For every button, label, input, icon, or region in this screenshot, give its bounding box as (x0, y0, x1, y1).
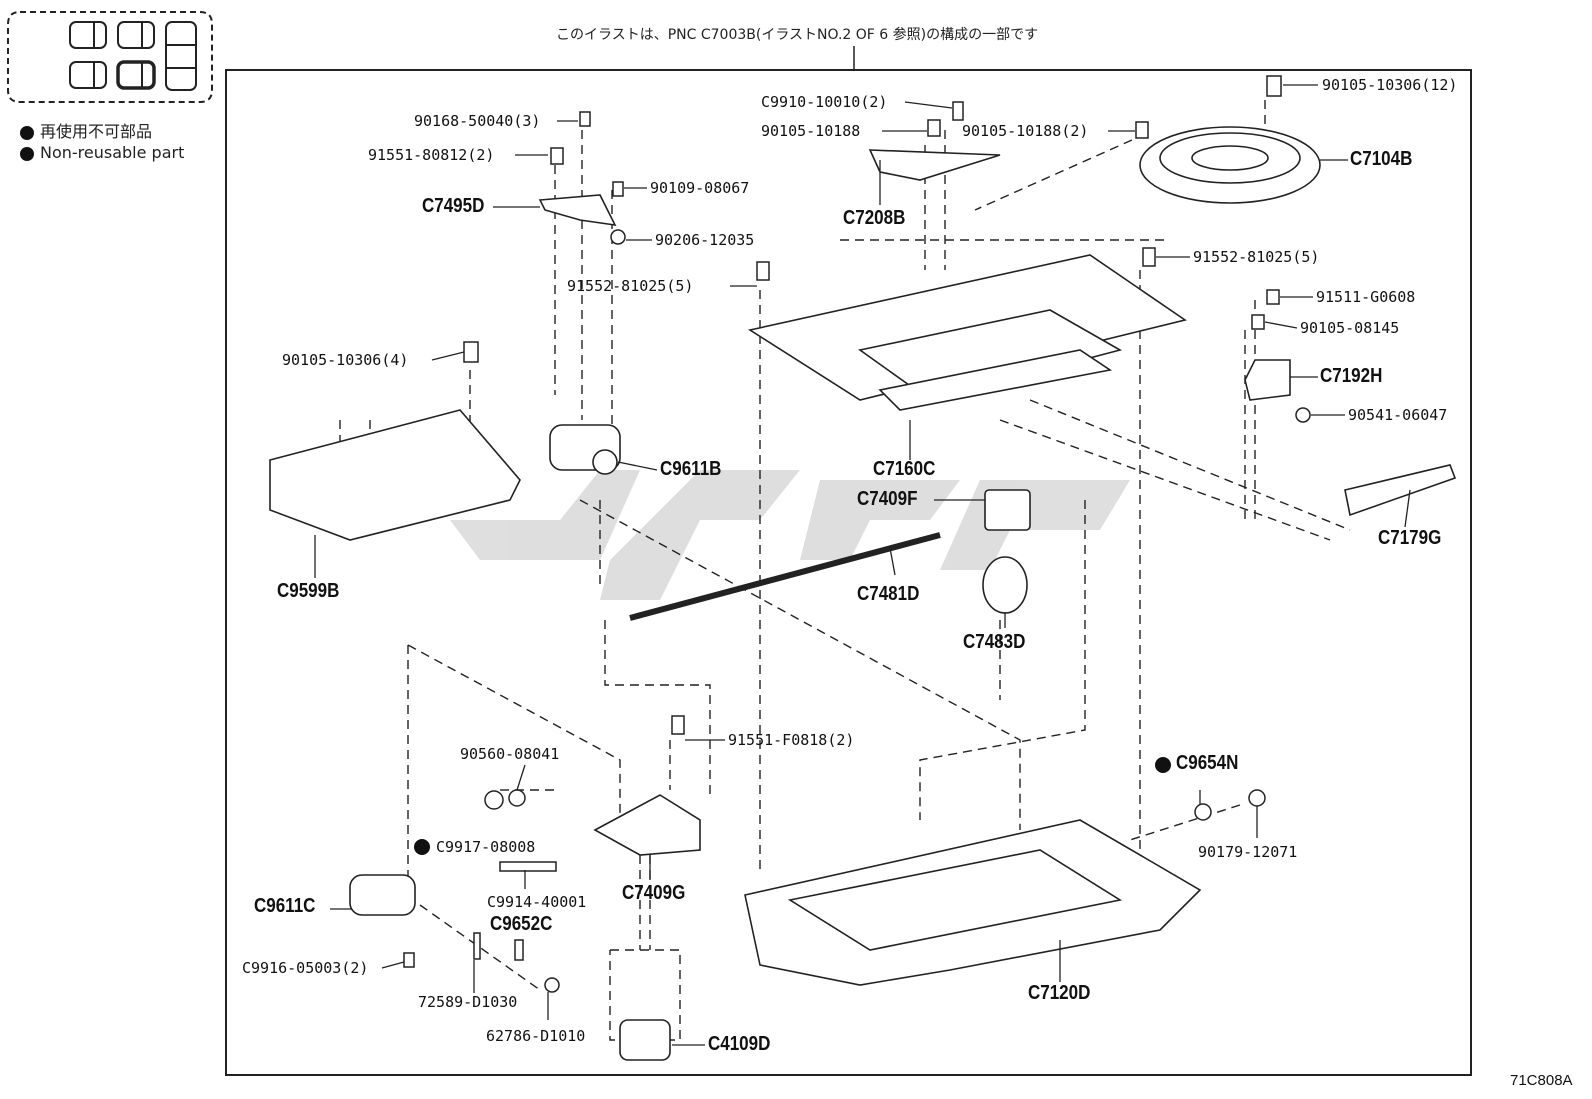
part-label-90109-08067: 90109-08067 (650, 179, 750, 197)
legend-english: Non-reusable part (20, 143, 184, 162)
part-label-91551-F0818: 91551-F0818(2) (728, 731, 855, 749)
part-label-91511-G0608: 91511-G0608 (1316, 288, 1416, 306)
connector-icon (619, 1019, 671, 1061)
bracket-icon (984, 489, 1031, 531)
illustration-frame (225, 69, 1472, 1076)
part-label-C9599B: C9599B (277, 580, 340, 602)
part-label-C9910-10010: C9910-10010(2) (761, 93, 888, 111)
part-label-62786-D1010: 62786-D1010 (486, 1027, 586, 1045)
screw-shaft-icon (629, 532, 941, 621)
part-label-90541-06047: 90541-06047 (1348, 406, 1448, 424)
part-label-90560-08041: 90560-08041 (460, 745, 560, 763)
illustration-caption: このイラストは、PNC C7003B(イラストNO.2 OF 6 参照)の構成の… (556, 27, 1039, 43)
part-label-C7160C: C7160C (873, 458, 936, 480)
part-label-90105-10188: 90105-10188 (761, 122, 861, 140)
part-label-C7192H: C7192H (1320, 365, 1383, 387)
nut-icon (1194, 803, 1212, 821)
motor-icon (349, 874, 416, 916)
bolt-icon (403, 952, 415, 968)
non-reusable-dot-icon (20, 146, 34, 161)
part-label-90179-12071: 90179-12071 (1198, 843, 1298, 861)
bracket-icon (1244, 359, 1291, 401)
part-label-C7179G: C7179G (1378, 527, 1442, 549)
seat-layout-icon (7, 11, 213, 103)
nut-icon (1248, 789, 1266, 807)
bolt-icon (952, 101, 964, 121)
cover-icon (269, 409, 521, 541)
part-label-91551-80812: 91551-80812(2) (368, 146, 495, 164)
nut-icon (484, 790, 504, 810)
part-label-C7409G: C7409G (622, 882, 686, 904)
part-label-90105-10306-4: 90105-10306(4) (282, 351, 409, 369)
bracket-icon (593, 794, 701, 856)
part-label-C9914-40001: C9914-40001 (487, 893, 587, 911)
bolt-icon (463, 341, 479, 363)
non-reusable-dot-icon (20, 125, 34, 140)
part-label-C7483D: C7483D (963, 631, 1026, 653)
bolt-icon (550, 147, 564, 165)
bolt-icon (927, 119, 941, 137)
part-label-91552-81025: 91552-81025(5) (567, 277, 694, 295)
part-label-C4109D: C4109D (708, 1033, 771, 1055)
part-label-C9917-08008: C9917-08008 (436, 838, 536, 856)
part-label-C9611B: C9611B (660, 458, 722, 480)
legend-japanese: 再使用不可部品 (20, 118, 152, 142)
pin-icon (473, 932, 481, 960)
part-label-C9652C: C9652C (490, 913, 553, 935)
bolt-icon (1135, 121, 1149, 139)
link-icon (1344, 464, 1457, 517)
part-label-C9916-05003: C9916-05003(2) (242, 959, 369, 977)
part-label-91552-81025-right: 91552-81025(5) (1193, 248, 1320, 266)
part-label-C7409F: C7409F (857, 488, 918, 510)
bolt-icon (671, 715, 685, 735)
non-reusable-marker-icon (414, 839, 430, 855)
bolt-icon (1266, 75, 1282, 97)
part-label-90168-50040: 90168-50040(3) (414, 112, 541, 130)
bolt-icon (1142, 247, 1156, 267)
nut-icon (1295, 407, 1311, 423)
part-label-C9654N: C9654N (1176, 752, 1239, 774)
watermark (450, 470, 1130, 600)
bolt-icon (1266, 289, 1280, 305)
illustration-code: 71C808A (1510, 1072, 1573, 1089)
bolt-icon (612, 181, 624, 197)
part-label-C7208B: C7208B (843, 207, 906, 229)
pin-icon (514, 939, 524, 961)
part-label-90206-12035: 90206-12035 (655, 231, 755, 249)
part-label-C7104B: C7104B (1350, 148, 1413, 170)
part-label-C7481D: C7481D (857, 583, 920, 605)
bolt-icon (1251, 314, 1265, 330)
pin-icon (499, 861, 557, 872)
bracket-icon (538, 194, 617, 227)
bushing-icon (982, 556, 1028, 614)
non-reusable-marker-icon (1155, 757, 1171, 773)
bracket-icon (868, 149, 1001, 181)
bolt-icon (579, 111, 591, 127)
washer-icon (508, 789, 526, 807)
part-label-C9611C: C9611C (254, 895, 316, 917)
part-label-90105-10306-12: 90105-10306(12) (1322, 76, 1458, 94)
nut-icon (544, 977, 560, 993)
bolt-icon (756, 261, 770, 281)
part-label-90105-10188-2: 90105-10188(2) (962, 122, 1089, 140)
nut-icon (610, 229, 626, 245)
part-label-72589-D1030: 72589-D1030 (418, 993, 518, 1011)
part-label-90105-08145: 90105-08145 (1300, 319, 1400, 337)
part-label-C7120D: C7120D (1028, 982, 1091, 1004)
part-label-C7495D: C7495D (422, 195, 485, 217)
